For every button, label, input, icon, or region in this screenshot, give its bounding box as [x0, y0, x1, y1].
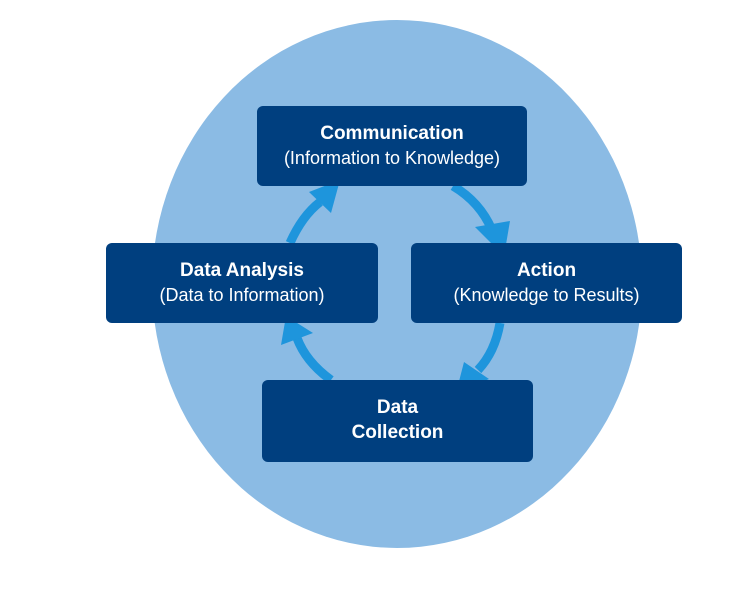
communication-title: Communication	[320, 122, 464, 144]
data-analysis-subtitle: (Data to Information)	[159, 284, 325, 305]
arrow-head-collection-to-analysis	[281, 316, 313, 345]
arrow-collection-to-analysis	[292, 336, 334, 384]
arrow-communication-to-action	[450, 182, 497, 232]
arrow-head-analysis-to-communication	[309, 180, 340, 213]
action-box: Action (Knowledge to Results)	[411, 243, 682, 323]
data-collection-title-line1: Data	[376, 397, 419, 419]
data-collection-title-line2: Collection	[351, 422, 444, 443]
action-subtitle: (Knowledge to Results)	[453, 284, 640, 305]
data-analysis-box: Data Analysis (Data to Information)	[106, 243, 378, 323]
data-analysis-title: Data Analysis	[180, 259, 304, 281]
action-title: Action	[516, 259, 577, 281]
communication-subtitle: (Information to Knowledge)	[283, 147, 501, 168]
arrow-action-to-collection	[474, 322, 505, 374]
communication-box: Communication (Information to Knowledge)	[257, 106, 527, 186]
data-collection-box: Data Collection	[262, 380, 533, 462]
arrow-analysis-to-communication	[285, 198, 323, 245]
